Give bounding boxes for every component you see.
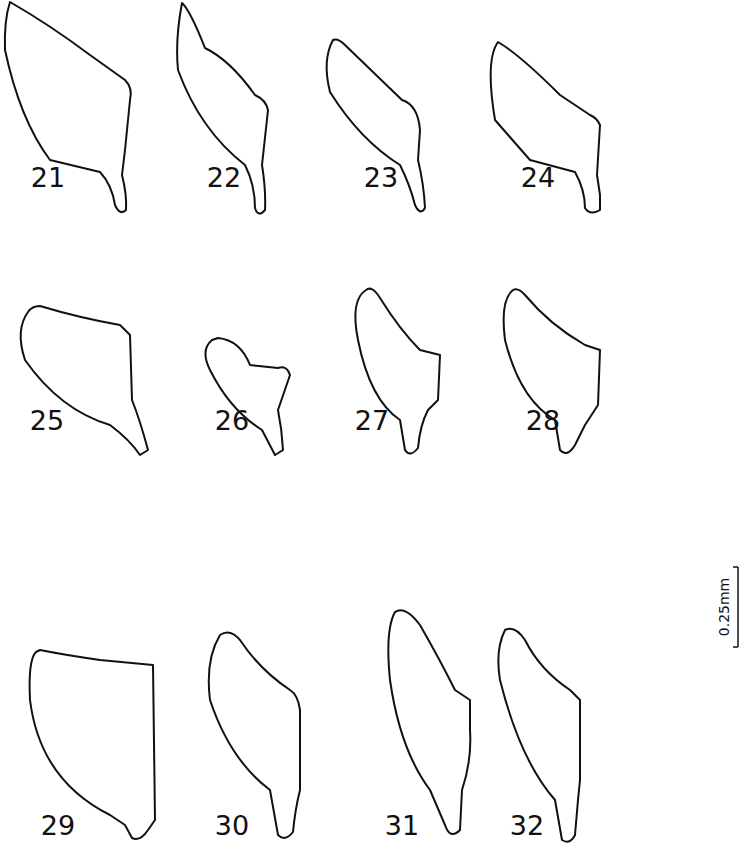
outline-22 xyxy=(177,3,268,214)
outline-31 xyxy=(388,610,470,834)
figure-number: 21 xyxy=(31,164,65,191)
figure-number: 29 xyxy=(41,812,75,839)
outline-25 xyxy=(21,306,148,455)
scale-bar xyxy=(733,567,738,647)
figure-number: 23 xyxy=(364,164,398,191)
outline-21 xyxy=(5,2,131,212)
figure-number: 27 xyxy=(355,407,389,434)
outline-32 xyxy=(498,629,580,842)
figure-number: 32 xyxy=(510,812,544,839)
outline-28 xyxy=(504,289,600,453)
outline-23 xyxy=(327,40,425,212)
outline-26 xyxy=(205,338,290,455)
outline-29 xyxy=(30,650,155,839)
figure-number: 28 xyxy=(526,407,560,434)
outline-27 xyxy=(355,289,440,454)
outline-24 xyxy=(491,42,600,213)
figure-number: 22 xyxy=(207,164,241,191)
figure-number: 31 xyxy=(385,812,419,839)
outline-30 xyxy=(209,632,300,837)
figure-number: 25 xyxy=(30,407,64,434)
figure-number: 26 xyxy=(215,407,249,434)
scale-label: 0.25mm xyxy=(717,578,731,636)
figure-number: 30 xyxy=(215,812,249,839)
figure-number: 24 xyxy=(521,164,555,191)
